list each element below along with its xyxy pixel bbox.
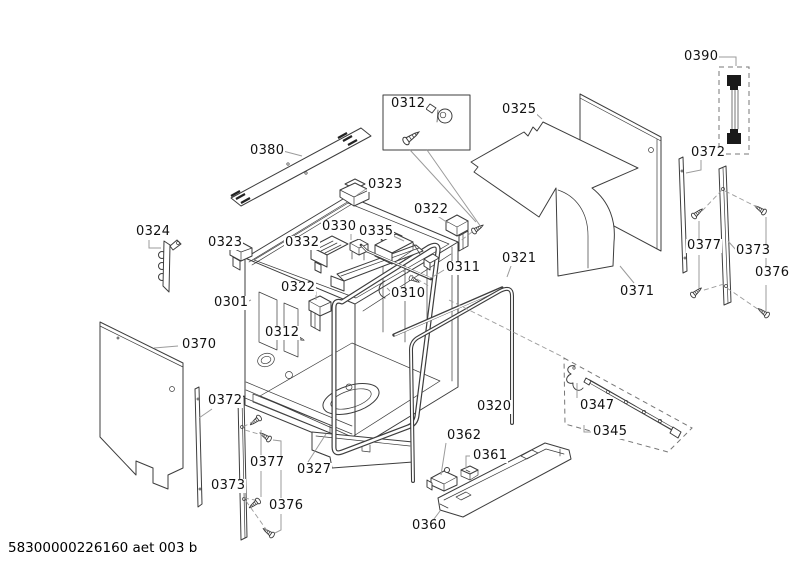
part-label-0321: 0321 [501, 251, 538, 266]
part-label-0311: 0311 [445, 260, 482, 275]
part-label-0322-right: 0322 [413, 202, 450, 217]
part-label-0325: 0325 [501, 102, 538, 117]
part-0372-strip-left [194, 386, 203, 508]
part-label-0376-left: 0376 [268, 498, 305, 513]
part-duct-assembly [330, 244, 424, 292]
part-label-0372-right: 0372 [690, 145, 727, 160]
part-label-0322-left: 0322 [280, 280, 317, 295]
part-label-0377-left: 0377 [249, 455, 286, 470]
part-label-0312-detail: 0312 [390, 96, 427, 111]
part-0310-clip [378, 280, 386, 299]
part-label-0362: 0362 [446, 428, 483, 443]
part-0324-hinge-bracket [158, 239, 182, 293]
part-0370-side-panel [99, 321, 184, 490]
part-label-0373-left: 0373 [210, 478, 247, 493]
part-label-0323-top: 0323 [367, 177, 404, 192]
part-0312-detail-box [382, 94, 471, 151]
part-label-0327: 0327 [296, 462, 333, 477]
part-0322-clamp-left [308, 295, 332, 332]
part-label-0370: 0370 [181, 337, 218, 352]
part-0360-base-trim [437, 442, 572, 518]
part-label-0372-left: 0372 [207, 393, 244, 408]
part-0380-cover-strip [230, 127, 372, 207]
part-label-0373-right: 0373 [735, 243, 772, 258]
part-label-0390: 0390 [683, 49, 720, 64]
part-label-0332: 0332 [284, 235, 321, 250]
construction-lines [242, 189, 763, 533]
part-0347-hook [566, 365, 584, 391]
part-0373-rail-left [237, 395, 248, 541]
part-label-0377-right: 0377 [686, 238, 723, 253]
part-0332-bracket [310, 235, 349, 274]
part-0323-bracket-top [339, 178, 370, 207]
part-label-0380: 0380 [249, 143, 286, 158]
part-0325-insulation-mat [470, 121, 639, 277]
part-0320-door-seal [409, 286, 514, 483]
part-0311-pipe [359, 243, 433, 281]
part-label-0324: 0324 [135, 224, 172, 239]
part-0322-clamp-right [445, 214, 469, 252]
part-label-0361: 0361 [472, 448, 509, 463]
part-0390-cable [718, 66, 750, 155]
part-0361-clip [460, 465, 479, 481]
part-door-frame-tube [331, 242, 441, 456]
part-label-0312-screw: 0312 [264, 325, 301, 340]
part-label-0376-right: 0376 [754, 265, 791, 280]
part-label-0301: 0301 [213, 295, 250, 310]
drawing-number: 58300000226160 aet 003 b [8, 540, 198, 556]
part-label-0320: 0320 [476, 399, 513, 414]
part-label-0323-left: 0323 [207, 235, 244, 250]
part-label-0347: 0347 [579, 398, 616, 413]
part-label-0345: 0345 [592, 424, 629, 439]
part-label-0310: 0310 [390, 286, 427, 301]
part-0362-latch [426, 467, 458, 492]
part-0345-group [563, 357, 693, 453]
part-label-0371: 0371 [619, 284, 656, 299]
part-0373-rail-right [718, 165, 732, 306]
part-0372-strip-right [678, 156, 688, 274]
part-label-0330: 0330 [321, 219, 358, 234]
part-label-0335: 0335 [358, 224, 395, 239]
part-0321-trim-strip [392, 286, 504, 337]
part-label-0360: 0360 [411, 518, 448, 533]
